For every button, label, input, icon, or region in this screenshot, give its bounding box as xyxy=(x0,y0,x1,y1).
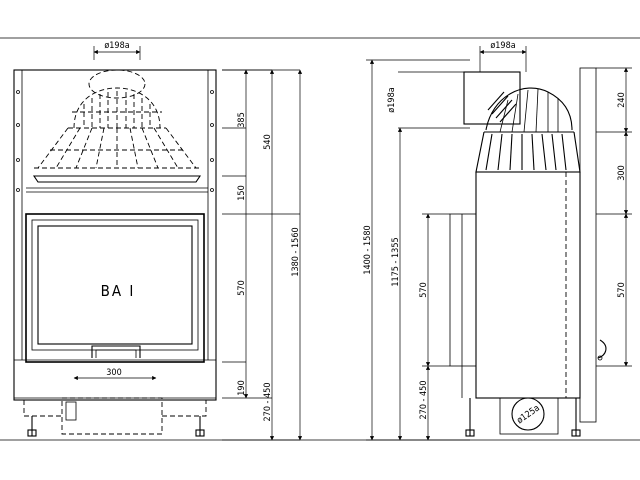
front-view: ø198a xyxy=(13,41,303,441)
side-dome xyxy=(485,87,573,131)
side-cable xyxy=(597,339,607,359)
side-dim-240: 240 xyxy=(617,92,627,107)
side-body xyxy=(475,171,581,399)
side-dim-570-right: 570 xyxy=(617,282,627,297)
front-flue-label: ø198a xyxy=(104,41,129,51)
front-outer-casing xyxy=(13,69,217,401)
front-hood xyxy=(34,127,200,169)
side-dim-570-left: 570 xyxy=(419,282,429,297)
front-door-frame xyxy=(25,213,205,363)
front-door-glass xyxy=(37,225,193,345)
side-rear-column xyxy=(579,67,597,423)
side-hood xyxy=(475,131,581,173)
side-flue-label: ø198a xyxy=(490,41,515,51)
side-view: ø198a ø198a xyxy=(363,41,632,441)
side-dim-1400-1580: 1400 - 1580 xyxy=(363,225,373,274)
front-dim-540: 540 xyxy=(263,134,273,149)
front-bottom-width-label: 300 xyxy=(106,368,121,378)
front-door-label: BA I xyxy=(101,282,136,300)
side-air-inlet xyxy=(511,397,545,431)
front-dim-270-450: 270 - 450 xyxy=(263,383,273,422)
side-flue-elbow xyxy=(463,71,521,125)
front-dim-190: 190 xyxy=(237,380,247,395)
side-air-inlet-label: ø125a xyxy=(515,403,542,426)
front-dim-385: 385 xyxy=(237,112,247,127)
front-air-inlet xyxy=(61,397,163,435)
front-flue-dome xyxy=(88,69,146,99)
front-feet xyxy=(27,416,205,437)
side-feet xyxy=(465,398,581,437)
side-flue-vertical-label: ø198a xyxy=(387,87,397,112)
side-dim-270-450: 270 - 450 xyxy=(419,381,429,420)
side-door-projection xyxy=(449,213,477,367)
side-dim-1175-1355: 1175 - 1355 xyxy=(391,237,401,286)
front-dim-570-inner: 570 xyxy=(237,280,247,295)
side-dim-300: 300 xyxy=(617,165,627,180)
front-dim-1380-1560: 1380 - 1560 xyxy=(291,227,301,276)
front-dim-150: 150 xyxy=(237,185,247,200)
front-door-handle xyxy=(91,345,141,358)
